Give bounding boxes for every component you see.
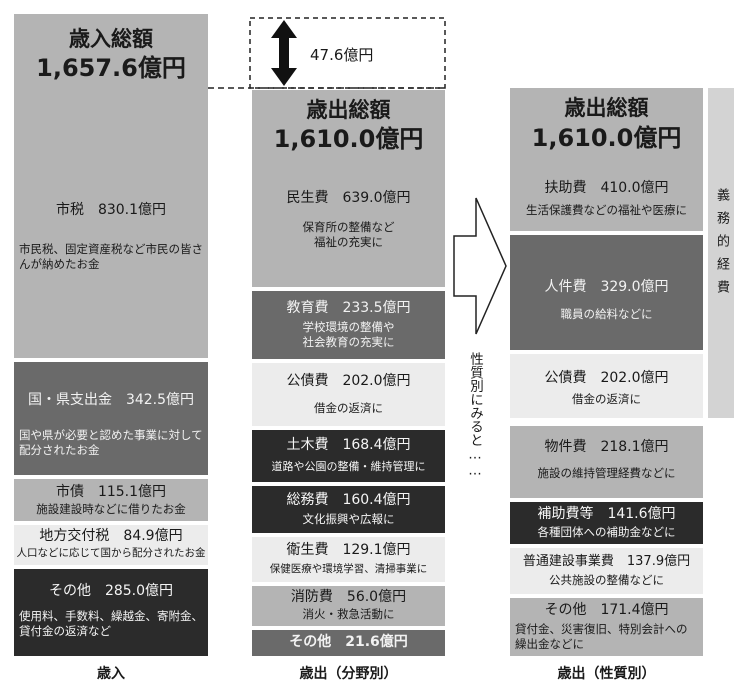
nature-total-label: 歳出総額 [564,96,649,120]
revenue-subsidy-desc: 国や県が必要と認めた事業に対して配分されたお金 [19,428,203,457]
nature-other-label: その他 171.4億円 [544,602,669,618]
nature-goods-label: 物件費 218.1億円 [544,439,669,455]
difference-value: 47.6億円 [310,46,374,64]
nature-construction-label: 普通建設事業費 137.9億円 [522,554,691,569]
nature-personnel-label: 人件費 329.0億円 [544,279,669,295]
mandatory-expense-bracket: 義務的経費 [708,88,734,418]
field-other-label: その他 21.6億円 [289,634,408,650]
nature-debt-block: 公債費 202.0億円 借金の返済に [510,354,703,418]
field-fire-block: 消防費 56.0億円 消火・救急活動に [252,586,445,626]
revenue-allocation-tax-label: 地方交付税 84.9億円 [39,528,183,544]
field-health-desc: 保健医療や環境学習、清掃事業に [269,563,428,575]
field-welfare-desc-2: 福祉の充実に [314,235,383,249]
field-education-desc: 学校環境の整備や [302,320,395,334]
revenue-footer: 歳入 [97,666,125,682]
field-general-affairs-desc: 文化振興や広報に [302,512,395,526]
nature-subsidy-block: 補助費等 141.6億円 各種団体への補助金などに [510,502,703,544]
difference-box [249,17,446,89]
field-civil-eng-label: 土木費 168.4億円 [286,437,411,453]
field-fire-desc: 消火・救急活動に [302,607,395,621]
revenue-city-tax-label: 市税 830.1億円 [55,202,167,218]
revenue-bond-block: 市債 115.1億円 施設建設時などに借りたお金 [14,479,208,521]
revenue-other-label: その他 285.0億円 [48,583,174,599]
nature-construction-desc: 公共施設の整備などに [549,573,664,587]
field-total-label: 歳出総額 [306,98,391,122]
mandatory-expense-label: 義務的経費 [714,188,729,303]
revenue-other-desc: 使用料、手数料、繰越金、寄附金、貸付金の返済など [19,609,203,638]
nature-subsidy-desc: 各種団体への補助金などに [537,525,676,539]
field-civil-eng-block: 土木費 168.4億円 道路や公園の整備・維持管理に [252,430,445,482]
field-other-block: その他 21.6億円 [252,630,445,656]
field-general-affairs-block: 総務費 160.4億円 文化振興や広報に [252,486,445,533]
nature-subsidy-label: 補助費等 141.6億円 [537,506,676,522]
nature-assistance-label: 扶助費 410.0億円 [544,180,669,196]
revenue-allocation-tax-block: 地方交付税 84.9億円 人口などに応じて国から配分されたお金 [14,525,208,565]
right-arrow-icon [453,197,507,335]
field-education-label: 教育費 233.5億円 [286,300,411,316]
revenue-city-tax-block: 歳入総額 1,657.6億円 市税 830.1億円 市民税、固定資産税など市民の… [14,14,208,358]
field-welfare-desc: 保育所の整備など [302,220,395,234]
nature-debt-label: 公債費 202.0億円 [544,370,669,386]
nature-other-desc: 貸付金、災害復旧、特別会計への繰出金などに [515,622,688,651]
nature-construction-block: 普通建設事業費 137.9億円 公共施設の整備などに [510,548,703,594]
revenue-bond-desc: 施設建設時などに借りたお金 [36,502,186,516]
nature-goods-block: 物件費 218.1億円 施設の維持管理経費などに [510,426,703,498]
revenue-total-label: 歳入総額 [69,27,153,51]
nature-assistance-block: 歳出総額 1,610.0億円 扶助費 410.0億円 生活保護費などの福祉や医療… [510,88,703,231]
revenue-bond-label: 市債 115.1億円 [55,484,167,500]
nature-personnel-desc: 職員の給料などに [560,307,653,321]
revenue-allocation-tax-desc: 人口などに応じて国から配分されたお金 [16,547,206,559]
nature-debt-desc: 借金の返済に [572,392,641,406]
nature-footer: 歳出（性質別） [557,666,656,682]
field-health-block: 衛生費 129.1億円 保健医療や環境学習、清掃事業に [252,537,445,582]
field-debt-desc: 借金の返済に [314,401,383,415]
field-education-desc-2: 社会教育の充実に [302,335,395,349]
field-footer: 歳出（分野別） [299,666,398,682]
nature-other-block: その他 171.4億円 貸付金、災害復旧、特別会計への繰出金などに [510,598,703,656]
revenue-subsidy-label: 国・県支出金 342.5億円 [27,392,195,408]
revenue-city-tax-desc: 市民税、固定資産税など市民の皆さんが納めたお金 [19,242,203,271]
revenue-subsidy-block: 国・県支出金 342.5億円 国や県が必要と認めた事業に対して配分されたお金 [14,362,208,475]
revenue-total-value: 1,657.6億円 [36,54,186,82]
field-education-block: 教育費 233.5億円 学校環境の整備や 社会教育の充実に [252,291,445,359]
nature-total-value: 1,610.0億円 [531,124,682,152]
nature-assistance-desc: 生活保護費などの福祉や医療に [526,203,687,217]
field-welfare-block: 歳出総額 1,610.0億円 民生費 639.0億円 保育所の整備など 福祉の充… [252,90,445,287]
nature-personnel-block: 人件費 329.0億円 職員の給料などに [510,235,703,350]
arrow-caption: 性質別にみると…… [467,352,483,479]
field-debt-label: 公債費 202.0億円 [286,373,411,389]
double-arrow-icon [271,20,297,86]
field-civil-eng-desc: 道路や公園の整備・維持管理に [271,460,426,473]
field-fire-label: 消防費 56.0億円 [290,589,407,605]
field-general-affairs-label: 総務費 160.4億円 [286,492,411,508]
revenue-other-block: その他 285.0億円 使用料、手数料、繰越金、寄附金、貸付金の返済など [14,569,208,656]
field-debt-block: 公債費 202.0億円 借金の返済に [252,363,445,426]
field-health-label: 衛生費 129.1億円 [286,542,411,558]
field-total-value: 1,610.0億円 [273,125,424,153]
field-welfare-label: 民生費 639.0億円 [286,190,411,206]
nature-goods-desc: 施設の維持管理経費などに [537,466,676,480]
